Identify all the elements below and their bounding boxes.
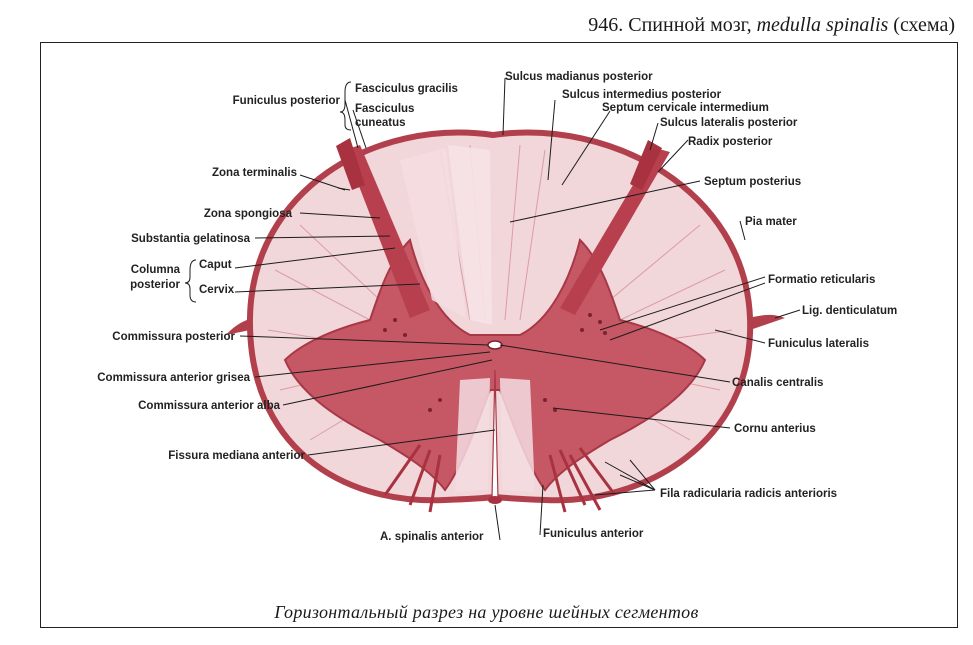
figure-title-latin: medulla spinalis	[756, 14, 889, 36]
label-sulcus-medianus-posterior: Sulcus madianus posterior	[505, 71, 653, 83]
label-zona-terminalis: Zona terminalis	[212, 167, 297, 179]
fasciculus-cuneatus-region	[400, 148, 466, 318]
grey-matter	[283, 238, 707, 492]
posterior-horn-right	[560, 148, 670, 315]
label-a-spinalis-anterior: A. spinalis anterior	[380, 531, 484, 543]
anterior-funiculus-left	[455, 378, 490, 492]
spinal-cord-section	[226, 129, 785, 513]
label-fasciculus-cuneatus-1: Fasciculus	[355, 103, 414, 115]
label-septum-posterius: Septum posterius	[704, 176, 801, 188]
label-fasciculus-gracilis: Fasciculus gracilis	[355, 83, 458, 95]
figure-frame	[40, 42, 958, 628]
figure-number: 946.	[588, 14, 624, 36]
label-cervix: Cervix	[199, 284, 235, 296]
label-fissura-mediana-anterior: Fissura mediana anterior	[168, 450, 305, 462]
figure-title-ru: Спинной мозг,	[628, 14, 752, 36]
label-funiculus-posterior: Funiculus posterior	[233, 95, 341, 107]
label-substantia-gelatinosa: Substantia gelatinosa	[131, 233, 250, 245]
posterior-horn-left	[345, 145, 430, 318]
posterior-root-right	[630, 140, 662, 190]
label-funiculus-lateralis: Funiculus lateralis	[768, 338, 869, 350]
label-caput: Caput	[199, 259, 232, 271]
label-commissura-posterior: Commissura posterior	[112, 331, 235, 343]
label-fasciculus-cuneatus-2: cuneatus	[355, 117, 406, 129]
anterior-rootlets	[383, 444, 617, 513]
label-canalis-centralis: Canalis centralis	[732, 377, 823, 389]
label-columna-posterior-1: Columna	[131, 264, 181, 276]
label-lig-denticulatum: Lig. denticulatum	[802, 305, 897, 317]
fasciculus-gracilis-region	[448, 145, 492, 325]
label-sulcus-lateralis-posterior: Sulcus lateralis posterior	[660, 117, 798, 129]
label-zona-spongiosa: Zona spongiosa	[204, 208, 293, 220]
label-septum-cervicale-intermedium: Septum cervicale intermedium	[602, 102, 769, 114]
denticulate-ligament-left	[226, 318, 252, 335]
denticulate-ligament-right	[748, 314, 785, 330]
central-canal	[487, 340, 503, 350]
anterior-funiculus-right	[500, 378, 535, 492]
label-sulcus-intermedius-posterior: Sulcus intermedius posterior	[562, 89, 722, 101]
label-radix-posterior: Radix posterior	[688, 136, 773, 148]
bracket-columna-posterior	[184, 259, 197, 303]
formatio-reticularis-dots	[383, 313, 607, 412]
label-formatio-reticularis: Formatio reticularis	[768, 274, 875, 286]
bracket-funiculus-posterior	[339, 81, 352, 131]
posterior-root-left	[336, 138, 365, 190]
label-cornu-anterius: Cornu anterius	[734, 423, 816, 435]
label-columna-posterior-2: posterior	[130, 279, 180, 291]
label-pia-mater: Pia mater	[745, 216, 797, 228]
label-funiculus-anterior: Funiculus anterior	[543, 528, 644, 540]
label-commissura-anterior-grisea: Commissura anterior grisea	[97, 372, 250, 384]
figure-title: 946. Спинной мозг, medulla spinalis (схе…	[588, 14, 955, 37]
anterior-spinal-artery	[488, 496, 502, 504]
figure-caption: Горизонтальный разрез на уровне шейных с…	[274, 602, 699, 622]
label-fila-radicularia: Fila radicularia radicis anterioris	[660, 488, 837, 500]
leader-lines	[234, 77, 801, 541]
figure-title-note: (схема)	[893, 14, 955, 36]
label-commissura-anterior-alba: Commissura anterior alba	[138, 400, 280, 412]
